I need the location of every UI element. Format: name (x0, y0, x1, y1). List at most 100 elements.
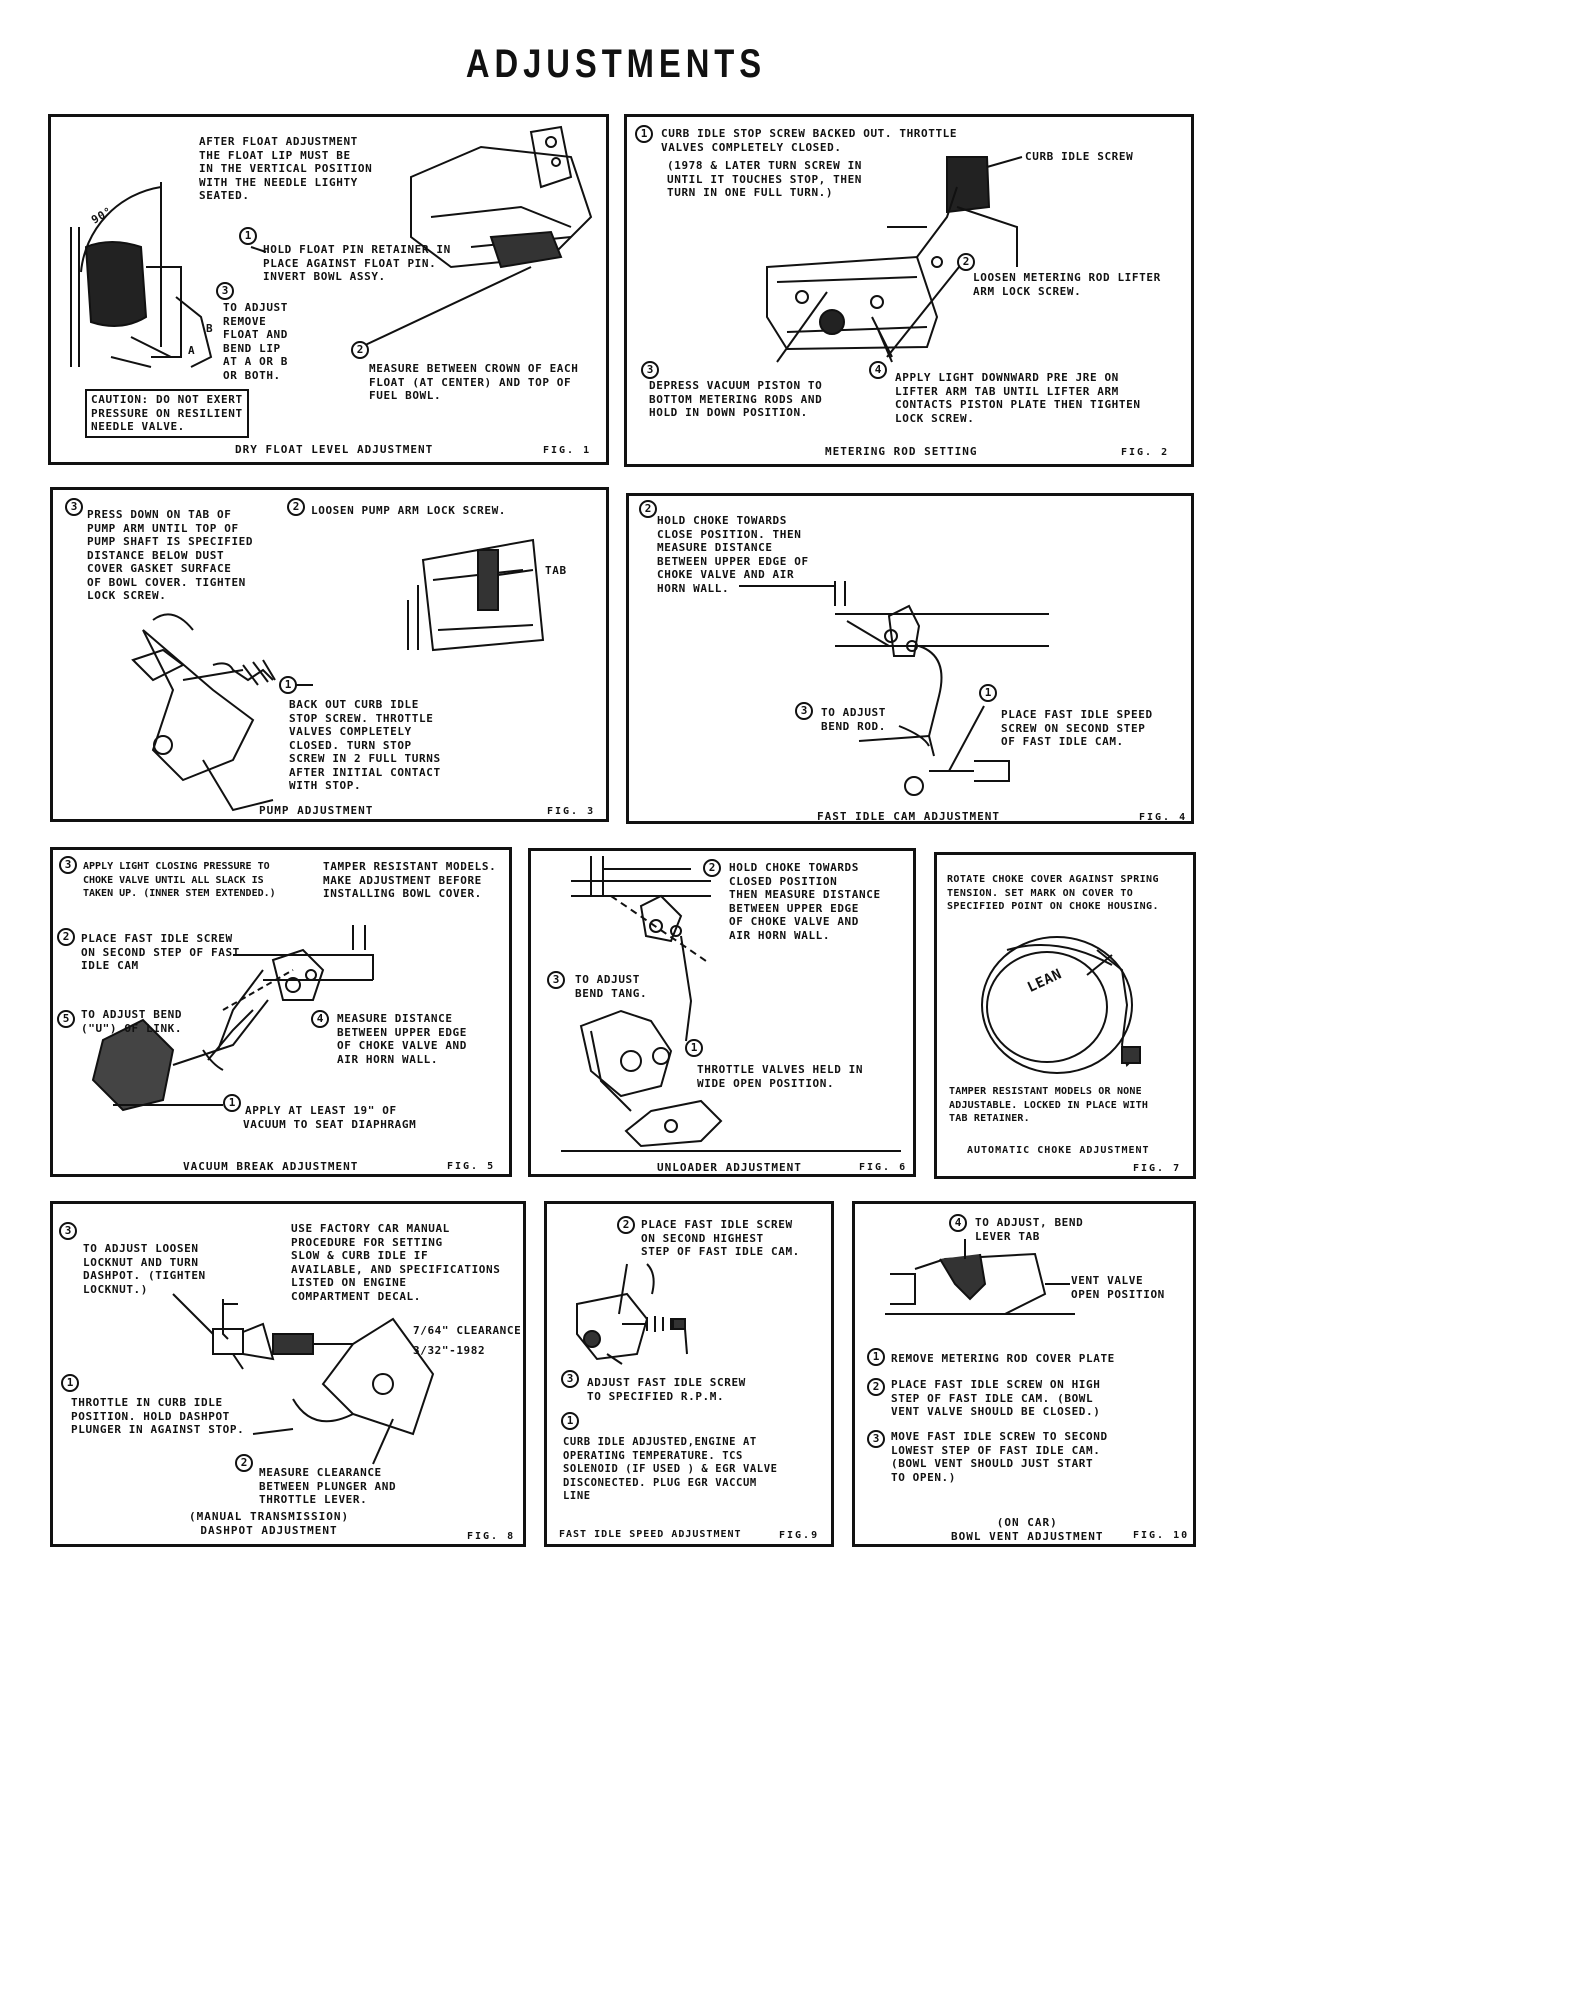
fig1-number: FIG. 1 (543, 445, 592, 456)
fig6-step1-text: THROTTLE VALVES HELD IN WIDE OPEN POSITI… (697, 1063, 864, 1090)
fig1-step2-text: MEASURE BETWEEN CROWN OF EACH FLOAT (AT … (369, 362, 579, 402)
fig5-step3-marker: 3 (59, 856, 77, 874)
fig2-step3-text: DEPRESS VACUUM PISTON TO BOTTOM METERING… (649, 379, 823, 419)
fig2-step2-marker: 2 (957, 253, 975, 271)
pump-adjustment-diagram (131, 538, 545, 812)
vacuum-break-diagram (91, 925, 374, 1112)
fig1-step3-marker: 3 (216, 282, 234, 300)
fig2-step4-marker: 4 (869, 361, 887, 379)
fig2-step1-text: CURB IDLE STOP SCREW BACKED OUT. THROTTL… (661, 127, 958, 154)
dashpot-diagram (172, 1293, 435, 1465)
fig7-caption: AUTOMATIC CHOKE ADJUSTMENT (967, 1145, 1150, 1156)
fig6-step2-marker: 2 (703, 859, 721, 877)
fig1-panel: AFTER FLOAT ADJUSTMENT THE FLOAT LIP MUS… (48, 114, 609, 465)
fig6-step3-marker: 3 (547, 971, 565, 989)
fig1-caution-box: CAUTION: DO NOT EXERT PRESSURE ON RESILI… (85, 389, 249, 438)
fig2-step4-text: APPLY LIGHT DOWNWARD PRE JRE ON LIFTER A… (895, 371, 1141, 425)
fig4-step2-text: HOLD CHOKE TOWARDS CLOSE POSITION. THEN … (657, 514, 809, 595)
fig4-panel: 2 HOLD CHOKE TOWARDS CLOSE POSITION. THE… (626, 493, 1194, 824)
fig9-number: FIG.9 (779, 1530, 820, 1541)
automatic-choke-diagram (981, 936, 1141, 1074)
fig10-step3-marker: 3 (867, 1430, 885, 1448)
fig8-number: FIG. 8 (467, 1531, 516, 1542)
metering-rod-diagram (766, 156, 1023, 363)
fig8-step2-text: MEASURE CLEARANCE BETWEEN PLUNGER AND TH… (259, 1466, 397, 1506)
fig6-panel: 2 HOLD CHOKE TOWARDS CLOSED POSITION THE… (528, 848, 916, 1177)
fig3-step1-marker: 1 (279, 676, 297, 694)
fig8-step1-marker: 1 (61, 1374, 79, 1392)
fig10-panel: 4 TO ADJUST, BEND LEVER TAB VENT VALVE O… (852, 1201, 1196, 1547)
fig6-step1-marker: 1 (685, 1039, 703, 1057)
fig5-step2-marker: 2 (57, 928, 75, 946)
fig1-step1-text: HOLD FLOAT PIN RETAINER IN PLACE AGAINST… (263, 243, 451, 283)
fig4-step3-text: TO ADJUST BEND ROD. (821, 706, 887, 733)
fig9-step2-text: PLACE FAST IDLE SCREW ON SECOND HIGHEST … (641, 1218, 800, 1258)
fig6-number: FIG. 6 (859, 1162, 908, 1173)
fig10-step1-marker: 1 (867, 1348, 885, 1366)
fig4-step1-marker: 1 (979, 684, 997, 702)
fig2-step3-marker: 3 (641, 361, 659, 379)
fig3-panel: 3 PRESS DOWN ON TAB OF PUMP ARM UNTIL TO… (50, 487, 609, 822)
fig7-tamper-note: TAMPER RESISTANT MODELS OR NONE ADJUSTAB… (949, 1086, 1149, 1124)
fig8-step2-marker: 2 (235, 1454, 253, 1472)
fig3-step2-marker: 2 (287, 498, 305, 516)
fig10-step2-marker: 2 (867, 1378, 885, 1396)
fig3-number: FIG. 3 (547, 806, 596, 817)
fig2-step2-text: LOOSEN METERING ROD LIFTER ARM LOCK SCRE… (973, 271, 1161, 298)
fig8-procedure-note: USE FACTORY CAR MANUAL PROCEDURE FOR SET… (291, 1222, 501, 1303)
fig8-caption: (MANUAL TRANSMISSION) DASHPOT ADJUSTMENT (189, 1510, 350, 1537)
fig10-step2-text: PLACE FAST IDLE SCREW ON HIGH STEP OF FA… (891, 1378, 1101, 1418)
bowl-vent-diagram (885, 1239, 1075, 1315)
fig1-label-a: A (188, 344, 196, 357)
fig7-instruction: ROTATE CHOKE COVER AGAINST SPRING TENSIO… (947, 874, 1159, 912)
fig7-panel: ROTATE CHOKE COVER AGAINST SPRING TENSIO… (934, 852, 1196, 1179)
fig4-number: FIG. 4 (1139, 812, 1188, 823)
fig4-step3-marker: 3 (795, 702, 813, 720)
fast-idle-speed-diagram (576, 1263, 688, 1365)
page-title: ADJUSTMENTS (465, 42, 767, 86)
fig9-step1-text: CURB IDLE ADJUSTED,ENGINE AT OPERATING T… (563, 1436, 778, 1502)
fig5-step4-marker: 4 (311, 1010, 329, 1028)
fig2-panel: 1 CURB IDLE STOP SCREW BACKED OUT. THROT… (624, 114, 1194, 467)
fig3-tab-label: TAB (545, 564, 567, 577)
fig10-number: FIG. 10 (1133, 1530, 1190, 1541)
fig9-step3-marker: 3 (561, 1370, 579, 1388)
fig3-step3-marker: 3 (65, 498, 83, 516)
fig3-step1-text: BACK OUT CURB IDLE STOP SCREW. THROTTLE … (289, 698, 441, 792)
unloader-diagram (561, 856, 901, 1152)
fig9-panel: 2 PLACE FAST IDLE SCREW ON SECOND HIGHES… (544, 1201, 834, 1547)
fig9-step2-marker: 2 (617, 1216, 635, 1234)
fig6-step2-text: HOLD CHOKE TOWARDS CLOSED POSITION THEN … (729, 861, 881, 942)
fig8-panel: 3 TO ADJUST LOOSEN LOCKNUT AND TURN DASH… (50, 1201, 526, 1547)
fig9-step3-text: ADJUST FAST IDLE SCREW TO SPECIFIED R.P.… (587, 1376, 746, 1403)
fig10-vent-label: VENT VALVE OPEN POSITION (1071, 1274, 1165, 1301)
fig2-curb-idle-label: CURB IDLE SCREW (1025, 150, 1134, 163)
fig1-note: AFTER FLOAT ADJUSTMENT THE FLOAT LIP MUS… (199, 135, 373, 202)
fig1-step2-marker: 2 (351, 341, 369, 359)
fig9-step1-marker: 1 (561, 1412, 579, 1430)
fig1-caption: DRY FLOAT LEVEL ADJUSTMENT (235, 443, 434, 456)
fig10-step4-text: TO ADJUST, BEND LEVER TAB (975, 1216, 1084, 1243)
fig5-step5-text: TO ADJUST BEND ("U") OF LINK. (81, 1008, 183, 1035)
fig6-caption: UNLOADER ADJUSTMENT (657, 1161, 802, 1174)
fig10-caption: (ON CAR) BOWL VENT ADJUSTMENT (951, 1516, 1104, 1543)
fig8-clearance-1982: 3/32"-1982 (413, 1344, 486, 1357)
float-level-diagram (70, 125, 593, 368)
fig5-step1-text: APPLY AT LEAST 19" OF (245, 1104, 397, 1117)
fig8-clearance: 7/64" CLEARANCE (413, 1324, 522, 1337)
fig8-step3-text: TO ADJUST LOOSEN LOCKNUT AND TURN DASHPO… (83, 1242, 206, 1296)
fig1-step3-text: TO ADJUST REMOVE FLOAT AND BEND LIP AT A… (223, 301, 289, 382)
fig6-step3-text: TO ADJUST BEND TANG. (575, 973, 648, 1000)
fig5-caption: VACUUM BREAK ADJUSTMENT (183, 1160, 359, 1173)
fig5-step3-text: APPLY LIGHT CLOSING PRESSURE TO CHOKE VA… (83, 861, 276, 899)
fig3-step3-text: PRESS DOWN ON TAB OF PUMP ARM UNTIL TOP … (87, 508, 254, 602)
fig8-step1-text: THROTTLE IN CURB IDLE POSITION. HOLD DAS… (71, 1396, 245, 1436)
fig5-step1-marker: 1 (223, 1094, 241, 1112)
fig2-step1-marker: 1 (635, 125, 653, 143)
fig3-caption: PUMP ADJUSTMENT (259, 804, 374, 817)
fig10-step1-text: REMOVE METERING ROD COVER PLATE (891, 1352, 1115, 1365)
fig5-panel: 3 APPLY LIGHT CLOSING PRESSURE TO CHOKE … (50, 847, 512, 1177)
fig4-caption: FAST IDLE CAM ADJUSTMENT (817, 810, 1000, 823)
fig5-step1-note: VACUUM TO SEAT DIAPHRAGM (243, 1118, 417, 1131)
fig5-step5-marker: 5 (57, 1010, 75, 1028)
